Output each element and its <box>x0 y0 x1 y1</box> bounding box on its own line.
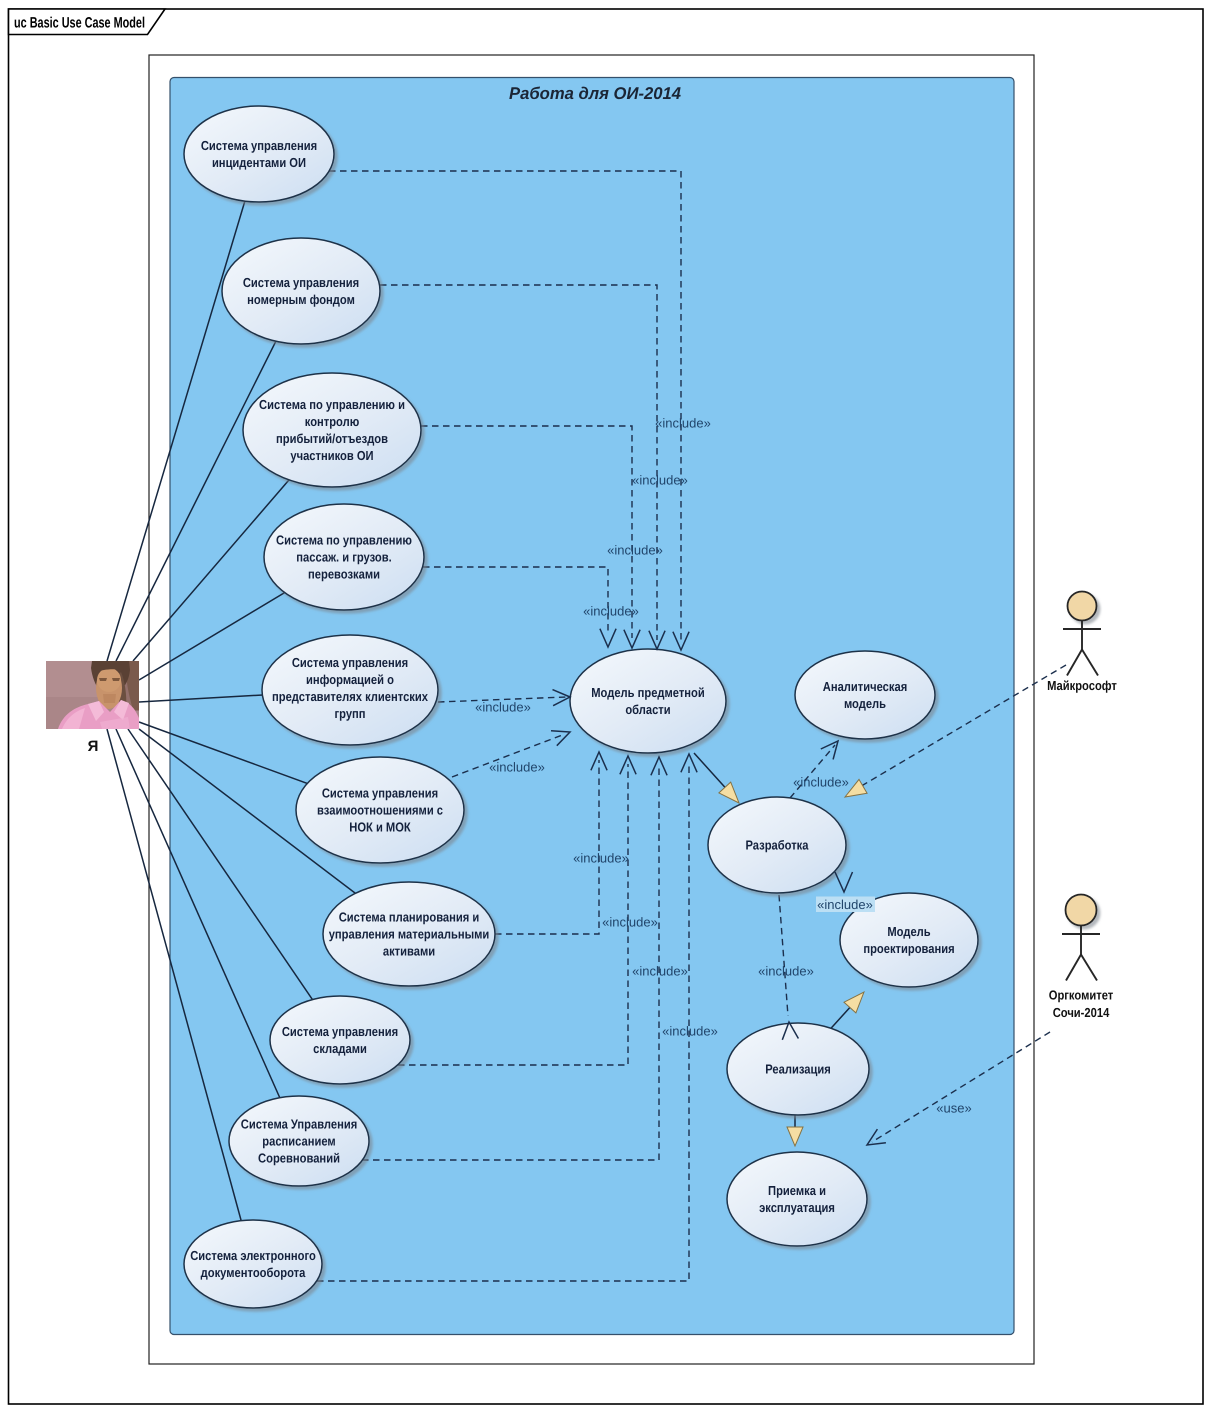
svg-text:перевозками: перевозками <box>308 567 380 582</box>
svg-text:НОК и МОК: НОК и МОК <box>349 820 411 835</box>
svg-text:участников ОИ: участников ОИ <box>290 448 373 463</box>
svg-text:«include»: «include» <box>632 473 688 488</box>
svg-text:групп: групп <box>335 706 366 721</box>
svg-text:Модель предметной: Модель предметной <box>591 685 705 700</box>
svg-text:«include»: «include» <box>655 416 711 431</box>
svg-text:активами: активами <box>383 944 435 959</box>
svg-text:области: области <box>625 702 670 717</box>
svg-text:представителях клиентских: представителях клиентских <box>272 689 429 704</box>
svg-text:документооборота: документооборота <box>201 1265 306 1280</box>
svg-text:проектирования: проектирования <box>863 941 954 956</box>
svg-text:«include»: «include» <box>758 964 814 979</box>
svg-text:«include»: «include» <box>602 915 658 930</box>
svg-text:управления материальными: управления материальными <box>329 927 490 942</box>
svg-text:Система управления: Система управления <box>292 655 408 670</box>
svg-text:прибытий/отъездов: прибытий/отъездов <box>276 431 388 446</box>
svg-text:«include»: «include» <box>662 1024 718 1039</box>
svg-text:Система электронного: Система электронного <box>190 1248 316 1263</box>
svg-text:Оргкомитет: Оргкомитет <box>1049 988 1114 1003</box>
svg-text:взаимоотношениями с: взаимоотношениями с <box>317 803 443 818</box>
svg-text:модель: модель <box>844 696 886 711</box>
svg-text:uc Basic Use Case Model: uc Basic Use Case Model <box>14 15 145 32</box>
svg-text:«include»: «include» <box>632 964 688 979</box>
svg-text:Система Управления: Система Управления <box>241 1117 358 1132</box>
svg-text:Система управления: Система управления <box>322 786 438 801</box>
svg-text:Работа для ОИ-2014: Работа для ОИ-2014 <box>509 84 682 103</box>
svg-text:инцидентами ОИ: инцидентами ОИ <box>212 155 306 170</box>
svg-text:«include»: «include» <box>475 700 531 715</box>
svg-text:информацией о: информацией о <box>306 672 394 687</box>
svg-text:номерным фондом: номерным фондом <box>247 292 355 307</box>
svg-text:«include»: «include» <box>793 775 849 790</box>
svg-text:Реализация: Реализация <box>765 1062 831 1077</box>
svg-text:Система по управлению и: Система по управлению и <box>259 397 405 412</box>
svg-text:пассаж. и грузов.: пассаж. и грузов. <box>296 550 391 565</box>
svg-text:Система по управлению: Система по управлению <box>276 533 412 548</box>
svg-text:«use»: «use» <box>936 1101 971 1116</box>
svg-text:Приемка и: Приемка и <box>768 1183 826 1198</box>
svg-text:Модель: Модель <box>887 924 930 939</box>
svg-text:Система управления: Система управления <box>282 1024 398 1039</box>
svg-text:Разработка: Разработка <box>746 838 810 853</box>
svg-text:складами: складами <box>313 1041 367 1056</box>
svg-text:Система управления: Система управления <box>243 275 359 290</box>
svg-text:расписанием: расписанием <box>262 1134 335 1149</box>
svg-text:Майкрософт: Майкрософт <box>1047 678 1117 693</box>
svg-text:контролю: контролю <box>305 414 360 429</box>
svg-text:«include»: «include» <box>489 760 545 775</box>
svg-text:«include»: «include» <box>607 543 663 558</box>
svg-text:Я: Я <box>88 738 99 755</box>
svg-text:«include»: «include» <box>817 897 873 912</box>
svg-text:эксплуатация: эксплуатация <box>759 1200 835 1215</box>
svg-text:Система управления: Система управления <box>201 138 317 153</box>
svg-text:Аналитическая: Аналитическая <box>823 679 908 694</box>
svg-text:«include»: «include» <box>583 604 639 619</box>
svg-text:Соревнований: Соревнований <box>258 1151 340 1166</box>
svg-text:«include»: «include» <box>573 851 629 866</box>
svg-text:Сочи-2014: Сочи-2014 <box>1053 1005 1110 1020</box>
svg-text:Система планирования и: Система планирования и <box>339 910 480 925</box>
